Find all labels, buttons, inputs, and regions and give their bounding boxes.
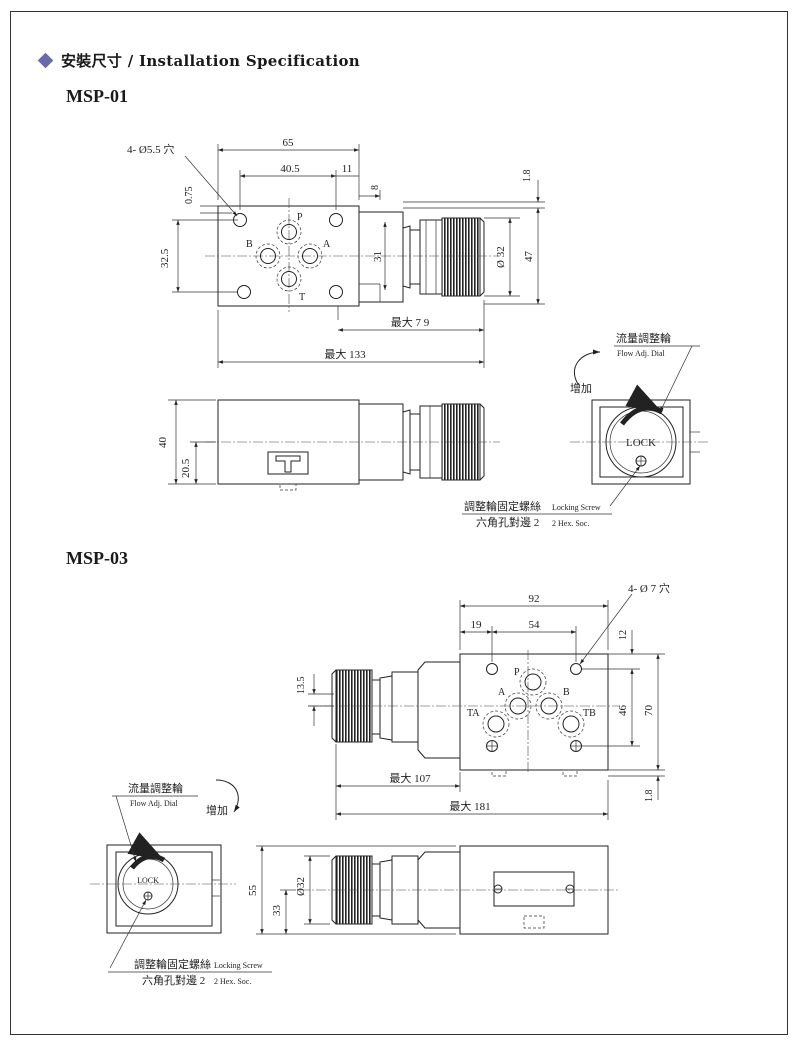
dim-92: 92 [529, 593, 540, 605]
dim-phi32: Ø32 [295, 877, 307, 896]
dim-55: 55 [247, 885, 259, 897]
dim-max133: 最大 133 [324, 347, 366, 361]
locking-screw-cn: 調整輪固定螺絲 [464, 499, 541, 513]
port-label-tb: TB [583, 708, 596, 719]
dim-54: 54 [529, 619, 541, 631]
dim-8: 8 [370, 185, 381, 190]
increase-label: 增加 [206, 803, 228, 817]
msp03-side-view: 55 33 Ø32 [247, 845, 620, 935]
port-label-b: B [563, 687, 570, 698]
msp03-top-view: P A B TA TB 92 19 54 12 46 70 1.8 [296, 581, 670, 820]
dim-11: 11 [342, 163, 353, 175]
dim-20-5: 20.5 [180, 458, 192, 478]
hex-soc-cn: 六角孔對邊 2 [476, 515, 539, 529]
mount-hole [329, 285, 343, 299]
dim-33: 33 [271, 905, 283, 917]
dim-1-8: 1.8 [522, 170, 533, 183]
dim-47: 47 [523, 251, 535, 263]
lock-label: LOCK [137, 876, 159, 885]
mount-hole [237, 285, 251, 299]
port-label-a: A [323, 239, 331, 250]
port-label-p: P [297, 212, 303, 223]
hex-soc-cn: 六角孔對邊 2 [142, 973, 205, 987]
section-title: 安裝尺寸 / Installation Specification [61, 52, 360, 70]
dim-max181: 最大 181 [449, 799, 490, 813]
port-label-ta: TA [467, 708, 480, 719]
dim-65: 65 [283, 137, 295, 149]
dim-40: 40 [157, 437, 169, 449]
port-label-a: A [498, 687, 506, 698]
page-frame [10, 11, 788, 1035]
flow-dial-en: Flow Adj. Dial [617, 349, 666, 358]
increase-label: 增加 [570, 381, 592, 395]
dim-70: 70 [643, 705, 655, 717]
dim-46: 46 [617, 705, 629, 717]
dim-1-8: 1.8 [644, 790, 655, 803]
port-label-p: P [514, 667, 520, 678]
dim-max107: 最大 107 [389, 771, 431, 785]
port-label-b: B [246, 239, 253, 250]
lock-label: LOCK [626, 437, 656, 449]
locking-screw-en: Locking Screw [552, 503, 601, 512]
section-header: 安裝尺寸 / Installation Specification [37, 50, 360, 71]
port-label-t: T [299, 292, 305, 303]
hex-soc-en: 2 Hex. Soc. [214, 977, 251, 986]
model-title-msp03: MSP-03 [66, 548, 128, 568]
msp03-end-view: LOCK 增加 流量調整輪 Flow Adj. Dial 調整輪固定螺絲 Loc… [90, 779, 272, 987]
mount-hole [329, 213, 343, 227]
flow-dial-cn: 流量調整輪 [128, 781, 183, 795]
msp01-top-view: P A B T 65 40.5 11 8 1.8 0.75 32.5 31 [127, 137, 545, 368]
msp01-side-view: 40 20.5 [157, 399, 500, 491]
dim-13-5: 13.5 [296, 677, 307, 695]
locking-screw-cn: 調整輪固定螺絲 [134, 957, 211, 971]
dim-phi32: Ø 32 [495, 246, 507, 268]
dim-0-75: 0.75 [184, 187, 195, 205]
model-title-msp01: MSP-01 [66, 86, 128, 106]
msp01-end-view: LOCK 增加 流量調整輪 Flow Adj. Dial 調整輪固定螺絲 Loc… [462, 331, 710, 529]
flow-dial-en: Flow Adj. Dial [130, 799, 179, 808]
hole-note-msp01: 4- Ø5.5 穴 [127, 142, 174, 156]
flow-dial-cn: 流量調整輪 [616, 331, 671, 345]
dim-31: 31 [372, 251, 384, 262]
hex-soc-en: 2 Hex. Soc. [552, 519, 589, 528]
hole-note-msp03: 4- Ø 7 穴 [628, 581, 670, 595]
dim-40-5: 40.5 [280, 163, 300, 175]
dim-19: 19 [471, 619, 483, 631]
dim-max79: 最大 7 9 [391, 315, 430, 329]
locking-screw-en: Locking Screw [214, 961, 263, 970]
dim-12: 12 [618, 630, 629, 640]
dim-32-5: 32.5 [159, 248, 171, 268]
